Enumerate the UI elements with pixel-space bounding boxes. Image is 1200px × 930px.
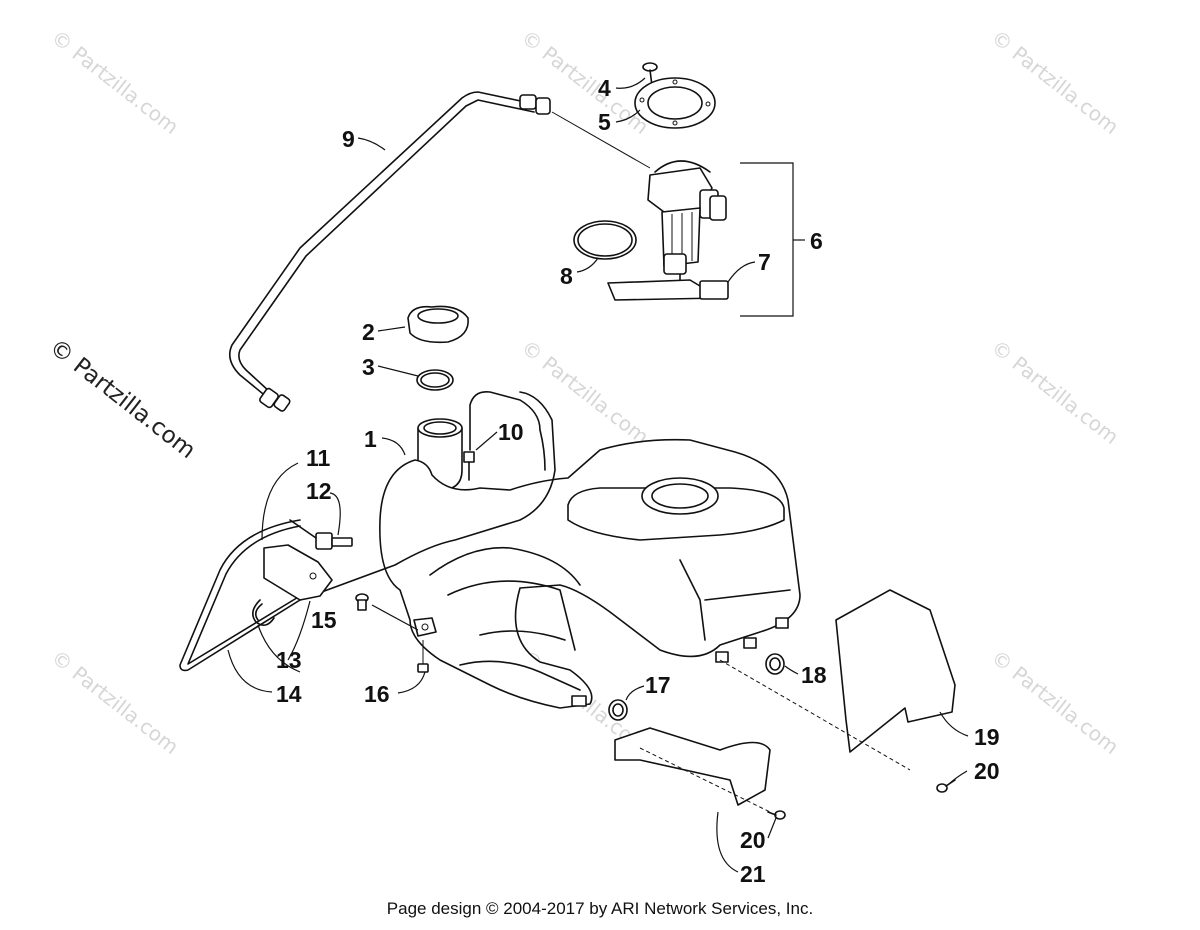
part-21-heat-shield bbox=[614, 727, 771, 813]
part-17-grommet bbox=[608, 699, 628, 721]
part-19-heat-shield bbox=[719, 589, 956, 771]
part-3-seal bbox=[416, 369, 454, 391]
callout-11: 11 bbox=[306, 445, 331, 471]
watermark: © Partzilla.com bbox=[987, 25, 1123, 139]
callout-7: 7 bbox=[758, 249, 771, 275]
callout-4: 4 bbox=[598, 75, 611, 101]
part-12-fitting bbox=[289, 519, 353, 550]
callout-2: 2 bbox=[362, 319, 375, 345]
part-9-hose bbox=[229, 91, 651, 412]
callout-16: 16 bbox=[364, 681, 390, 707]
part-20-screw bbox=[767, 810, 786, 820]
part-2-cap bbox=[407, 305, 469, 344]
part-15-rivet bbox=[355, 593, 419, 631]
copyright-footer: Page design © 2004-2017 by ARI Network S… bbox=[386, 899, 814, 918]
callout-labels: 9 4 5 6 7 8 2 3 1 10 11 12 13 14 15 16 1… bbox=[276, 75, 1000, 887]
part-13-clamp bbox=[252, 599, 275, 626]
part-1-fuel-tank bbox=[379, 390, 801, 709]
part-8-o-ring bbox=[573, 220, 637, 260]
callout-1: 1 bbox=[364, 426, 377, 452]
part-18-grommet bbox=[765, 653, 785, 675]
callout-20: 20 bbox=[740, 827, 766, 853]
callout-21: 21 bbox=[740, 861, 766, 887]
callout-19: 19 bbox=[974, 724, 1000, 750]
part-14-vent-line bbox=[179, 391, 556, 672]
callout-5: 5 bbox=[598, 109, 611, 135]
callout-14: 14 bbox=[276, 681, 302, 707]
watermark: © Partzilla.com bbox=[987, 335, 1123, 449]
callout-12: 12 bbox=[306, 478, 332, 504]
part-16-nut bbox=[417, 640, 429, 673]
callout-3: 3 bbox=[362, 354, 375, 380]
watermark-main: © Partzilla.com bbox=[44, 334, 200, 464]
callout-15: 15 bbox=[311, 607, 337, 633]
watermark: © Partzilla.com bbox=[987, 645, 1123, 759]
part-6-fuel-pump bbox=[607, 160, 805, 317]
callout-18: 18 bbox=[801, 662, 827, 688]
callout-20: 20 bbox=[974, 758, 1000, 784]
callout-17: 17 bbox=[645, 672, 671, 698]
leader-lines bbox=[227, 77, 969, 873]
watermark: © Partzilla.com bbox=[517, 335, 653, 449]
callout-10: 10 bbox=[498, 419, 524, 445]
part-11-bracket bbox=[263, 544, 333, 601]
callout-13: 13 bbox=[276, 647, 302, 673]
watermark: © Partzilla.com bbox=[47, 645, 183, 759]
watermark: © Partzilla.com bbox=[47, 25, 183, 139]
part-5-gasket bbox=[634, 77, 716, 129]
callout-9: 9 bbox=[342, 126, 355, 152]
watermark: © Partzilla.com bbox=[517, 25, 653, 139]
callout-8: 8 bbox=[560, 263, 573, 289]
callout-6: 6 bbox=[810, 228, 823, 254]
watermark-layer: © Partzilla.com © Partzilla.com © Partzi… bbox=[44, 25, 1123, 759]
